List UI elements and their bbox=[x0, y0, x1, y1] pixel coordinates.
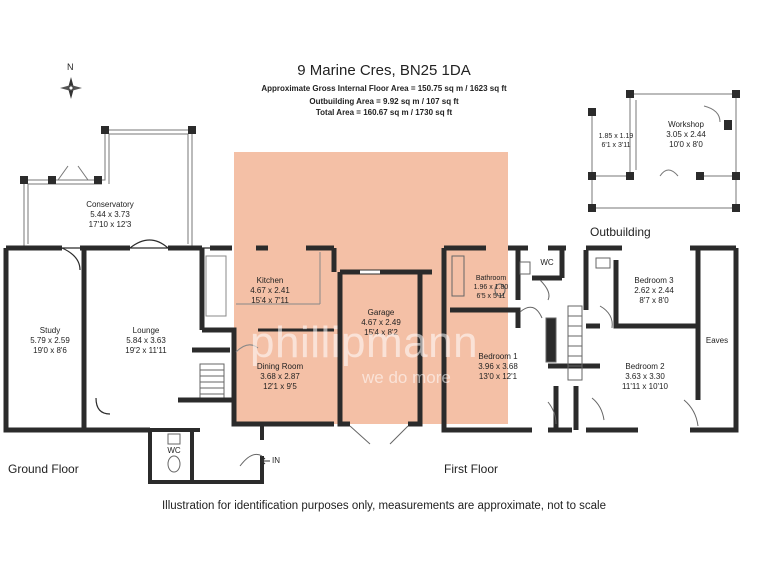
outbuilding-label: Outbuilding bbox=[590, 225, 651, 239]
room-dims: 5.44 x 3.73 bbox=[90, 210, 130, 219]
outbuilding-walls bbox=[588, 90, 740, 212]
watermark-logo-text: phillipmann bbox=[250, 318, 479, 367]
room-dims: 4.67 x 2.41 bbox=[250, 286, 290, 295]
room-kitchen: Kitchen 4.67 x 2.41 15'4 x 7'11 bbox=[240, 276, 300, 306]
room-eaves: Eaves bbox=[702, 336, 732, 346]
room-name: Kitchen bbox=[256, 276, 284, 285]
total-area-text: Total Area = 160.67 sq m / 1730 sq ft bbox=[315, 108, 453, 117]
room-imperial: 6'5 x 5'11 bbox=[476, 293, 506, 300]
room-dims: 1.85 x 1.19 bbox=[598, 133, 634, 140]
first-floor-label: First Floor bbox=[444, 462, 498, 476]
room-workshop: Workshop 3.05 x 2.44 10'0 x 8'0 bbox=[656, 120, 716, 150]
room-dims: 5.84 x 3.63 bbox=[126, 336, 166, 345]
room-imperial: 11'11 x 10'10 bbox=[622, 382, 668, 391]
watermark-tagline: we do more bbox=[362, 368, 451, 387]
room-name: Lounge bbox=[132, 326, 160, 335]
room-dims: 3.96 x 3.68 bbox=[478, 362, 518, 371]
room-dims: 1.96 x 1.80 bbox=[473, 284, 509, 291]
outbuilding-area-text: Outbuilding Area = 9.92 sq m / 107 sq ft bbox=[309, 97, 459, 106]
room-imperial: 12'1 x 9'5 bbox=[263, 382, 297, 391]
ground-floor-walls bbox=[3, 126, 432, 484]
room-bedroom-1: Bedroom 1 3.96 x 3.68 13'0 x 12'1 bbox=[466, 352, 530, 382]
room-wc-first: WC bbox=[536, 258, 558, 268]
gross-area-text: Approximate Gross Internal Floor Area = … bbox=[261, 84, 507, 93]
room-bedroom-3: Bedroom 3 2.62 x 2.44 8'7 x 8'0 bbox=[626, 276, 682, 306]
room-name: Bedroom 3 bbox=[634, 276, 674, 285]
room-dining: Dining Room 3.68 x 2.87 12'1 x 9'5 bbox=[246, 362, 314, 392]
room-outbuilding-store: 1.85 x 1.19 6'1 x 3'11 bbox=[596, 132, 636, 150]
room-lounge: Lounge 5.84 x 3.63 19'2 x 11'11 bbox=[114, 326, 178, 356]
room-imperial: 8'7 x 8'0 bbox=[639, 296, 669, 305]
room-bathroom: Bathroom 1.96 x 1.80 6'5 x 5'11 bbox=[466, 274, 516, 301]
compass-icon bbox=[60, 77, 82, 99]
room-dims: 4.67 x 2.49 bbox=[361, 318, 401, 327]
room-imperial: 15'4 x 8'2 bbox=[364, 328, 398, 337]
room-dims: 3.68 x 2.87 bbox=[260, 372, 300, 381]
room-wc-ground: WC bbox=[160, 446, 188, 456]
room-imperial: 6'1 x 3'11 bbox=[601, 142, 631, 149]
room-garage: Garage 4.67 x 2.49 15'4 x 8'2 bbox=[350, 308, 412, 338]
first-floor-walls bbox=[441, 245, 739, 433]
property-address-title: 9 Marine Cres, BN25 1DA bbox=[297, 62, 471, 79]
room-dims: 5.79 x 2.59 bbox=[30, 336, 70, 345]
room-name: Dining Room bbox=[256, 362, 304, 371]
room-name: Garage bbox=[367, 308, 395, 317]
room-name: Workshop bbox=[668, 120, 704, 129]
room-dims: 3.05 x 2.44 bbox=[666, 130, 706, 139]
room-imperial: 19'0 x 8'6 bbox=[33, 346, 67, 355]
entrance-arrow-icon bbox=[261, 457, 270, 465]
room-imperial: 10'0 x 8'0 bbox=[669, 140, 703, 149]
room-name: WC bbox=[540, 258, 554, 267]
room-bedroom-2: Bedroom 2 3.63 x 3.30 11'11 x 10'10 bbox=[610, 362, 680, 392]
room-name: Bedroom 1 bbox=[478, 352, 518, 361]
room-dims: 2.62 x 2.44 bbox=[634, 286, 674, 295]
disclaimer-text: Illustration for identification purposes… bbox=[161, 500, 607, 512]
room-imperial: 19'2 x 11'11 bbox=[125, 346, 167, 355]
room-name: Study bbox=[39, 326, 61, 335]
room-name: Eaves bbox=[705, 336, 729, 345]
room-conservatory: Conservatory 5.44 x 3.73 17'10 x 12'3 bbox=[80, 200, 140, 230]
compass-label: N bbox=[67, 62, 74, 72]
room-imperial: 13'0 x 12'1 bbox=[478, 372, 518, 381]
room-dims: 3.63 x 3.30 bbox=[625, 372, 665, 381]
room-imperial: 15'4 x 7'11 bbox=[251, 296, 289, 305]
entrance-label: IN bbox=[272, 456, 280, 465]
room-study: Study 5.79 x 2.59 19'0 x 8'6 bbox=[20, 326, 80, 356]
room-name: WC bbox=[167, 446, 181, 455]
room-imperial: 17'10 x 12'3 bbox=[88, 220, 132, 229]
room-name: Conservatory bbox=[86, 200, 134, 209]
room-name: Bedroom 2 bbox=[625, 362, 665, 371]
room-name: Bathroom bbox=[475, 275, 507, 282]
ground-floor-label: Ground Floor bbox=[8, 462, 79, 476]
watermark-panel bbox=[234, 152, 508, 424]
